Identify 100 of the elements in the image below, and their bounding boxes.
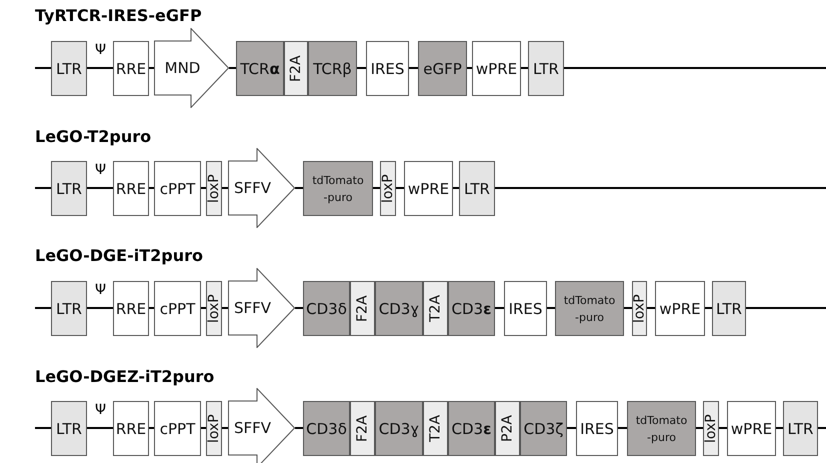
element-box: IRES <box>576 401 618 456</box>
element-box: cPPT <box>154 281 201 336</box>
construct-title: LeGO-T2puro <box>35 127 152 146</box>
element-box: wPRE <box>727 401 776 456</box>
element-box: LTR <box>783 401 818 456</box>
element-box: cPPT <box>154 161 201 216</box>
gene-box: CD3ɣ <box>375 281 423 336</box>
connector-line <box>222 307 228 309</box>
gene-box: CD3δ <box>303 401 350 456</box>
connector-line <box>295 307 303 309</box>
element-box: F2A <box>350 281 375 336</box>
element-box: F2A <box>350 401 375 456</box>
element-box: loxP <box>206 401 222 456</box>
element-box: LTR <box>51 161 87 216</box>
connector-line <box>624 307 632 309</box>
construct-title: LeGO-DGE-iT2puro <box>35 246 203 265</box>
connector-line <box>222 187 228 189</box>
connector-line <box>547 307 555 309</box>
element-box: IRES <box>504 281 547 336</box>
connector-line <box>409 67 418 69</box>
connector-line <box>746 307 826 309</box>
connector-line <box>564 67 826 69</box>
element-box: LTR <box>51 281 87 336</box>
gene-box: CD3ε <box>448 401 495 456</box>
connector-line <box>295 187 303 189</box>
connector-line <box>396 187 404 189</box>
element-box: IRES <box>366 41 409 96</box>
gene-box: CD3ε <box>448 281 495 336</box>
connector-line <box>295 427 303 429</box>
gene-box: tdTomato -puro <box>627 401 696 456</box>
element-box: LTR <box>712 281 746 336</box>
element-box: wPRE <box>404 161 453 216</box>
element-box: loxP <box>206 161 222 216</box>
gene-box: TCRα <box>236 41 284 96</box>
element-box: LTR <box>528 41 564 96</box>
connector-line <box>467 67 472 69</box>
connector-line <box>618 427 627 429</box>
connector-line <box>495 307 504 309</box>
gene-box: CD3ζ <box>520 401 567 456</box>
connector-line <box>453 187 459 189</box>
edge-label: Ψ <box>95 163 106 177</box>
connector-line <box>567 427 576 429</box>
connector-line <box>35 187 51 189</box>
gene-box: TCRβ <box>308 41 357 96</box>
connector-line <box>647 307 655 309</box>
connector-line <box>201 187 206 189</box>
connector-line <box>201 307 206 309</box>
connector-line <box>87 307 113 309</box>
connector-line <box>696 427 703 429</box>
connector-line <box>818 427 826 429</box>
connector-line <box>149 427 154 429</box>
element-box: F2A <box>284 41 308 96</box>
connector-line <box>87 427 113 429</box>
connector-line <box>373 187 380 189</box>
connector-line <box>201 427 206 429</box>
gene-box: eGFP <box>418 41 467 96</box>
gene-box: tdTomato -puro <box>303 161 373 216</box>
connector-line <box>35 307 51 309</box>
element-box: LTR <box>459 161 495 216</box>
gene-box: tdTomato -puro <box>555 281 624 336</box>
connector-line <box>776 427 783 429</box>
element-box: cPPT <box>154 401 201 456</box>
element-box: LTR <box>51 41 87 96</box>
connector-line <box>87 67 113 69</box>
connector-line <box>149 187 154 189</box>
connector-line <box>35 427 51 429</box>
connector-line <box>149 67 154 69</box>
element-box: RRE <box>113 281 149 336</box>
edge-label: Ψ <box>95 283 106 297</box>
element-box: loxP <box>632 281 647 336</box>
connector-line <box>495 187 826 189</box>
element-box: P2A <box>495 401 520 456</box>
element-box: RRE <box>113 161 149 216</box>
promoter-block: SFFV <box>228 268 295 348</box>
construct-title: TyRTCR-IRES-eGFP <box>35 6 202 25</box>
connector-line <box>719 427 727 429</box>
edge-label: Ψ <box>95 43 106 57</box>
edge-label: Ψ <box>95 403 106 417</box>
promoter-block: SFFV <box>228 388 295 463</box>
element-box: loxP <box>380 161 396 216</box>
construct-title: LeGO-DGEZ-iT2puro <box>35 367 214 386</box>
promoter-block: SFFV <box>228 148 295 228</box>
gene-box: CD3δ <box>303 281 350 336</box>
element-box: T2A <box>423 281 448 336</box>
element-box: T2A <box>423 401 448 456</box>
connector-line <box>229 67 236 69</box>
connector-line <box>35 67 51 69</box>
element-box: loxP <box>703 401 719 456</box>
element-box: loxP <box>206 281 222 336</box>
connector-line <box>87 187 113 189</box>
connector-line <box>149 307 154 309</box>
element-box: RRE <box>113 41 149 96</box>
gene-box: CD3ɣ <box>375 401 423 456</box>
element-box: LTR <box>51 401 87 456</box>
promoter-block: MND <box>154 28 229 108</box>
connector-line <box>222 427 228 429</box>
element-box: RRE <box>113 401 149 456</box>
connector-line <box>357 67 366 69</box>
connector-line <box>705 307 712 309</box>
connector-line <box>521 67 528 69</box>
